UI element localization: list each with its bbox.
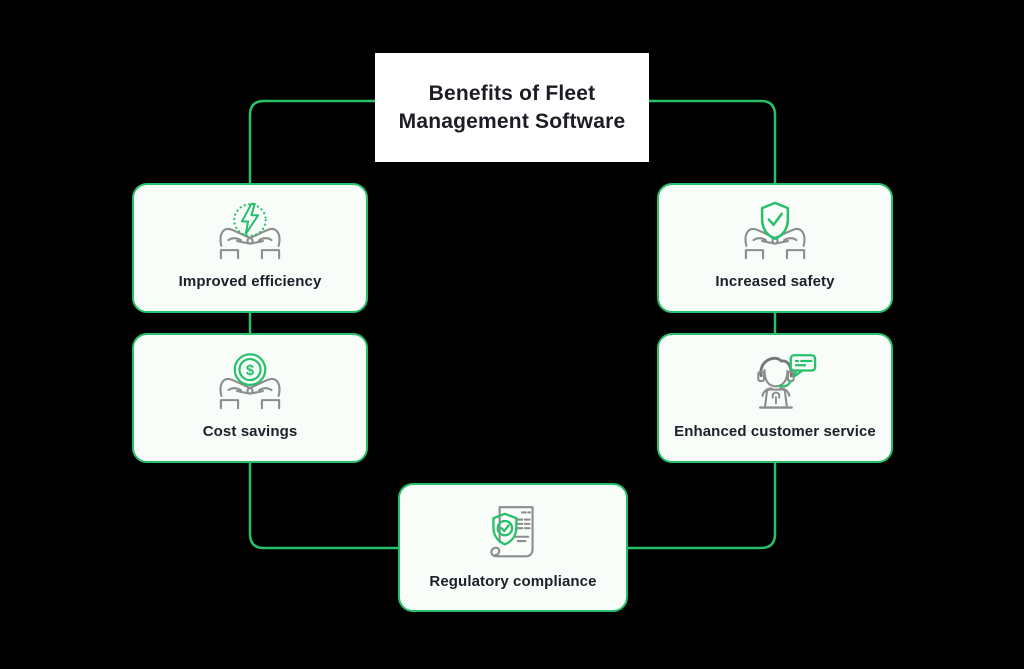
node-regulatory-compliance: Regulatory compliance (398, 483, 628, 612)
support-agent-icon (757, 354, 817, 409)
node-enhanced-customer-service: Enhanced customer service (657, 333, 893, 463)
node-label: Cost savings (202, 423, 298, 440)
node-increased-safety: Increased safety (657, 183, 893, 313)
connector-title-to-increased-safety (649, 99, 777, 184)
connector-customer-service-to-regulatory-compliance (628, 461, 777, 550)
hands-lightning-icon (208, 202, 292, 265)
document-shield-icon (490, 506, 534, 558)
node-label: Increased safety (715, 273, 835, 290)
diagram-title-card: Benefits of Fleet Management Software (375, 53, 649, 162)
node-label: Regulatory compliance (429, 573, 597, 590)
node-label: Improved efficiency (178, 273, 322, 290)
dollar-sign: $ (246, 363, 255, 379)
connector-title-to-improved-efficiency (248, 99, 375, 184)
diagram-title: Benefits of Fleet Management Software (398, 81, 626, 133)
hands-coin-icon: $ (208, 353, 292, 415)
node-cost-savings: $ Cost savings (132, 333, 368, 463)
node-label: Enhanced customer service (674, 423, 876, 440)
hands-shield-icon (733, 201, 817, 265)
connector-cost-savings-to-regulatory-compliance (248, 461, 399, 550)
node-improved-efficiency: Improved efficiency (132, 183, 368, 313)
